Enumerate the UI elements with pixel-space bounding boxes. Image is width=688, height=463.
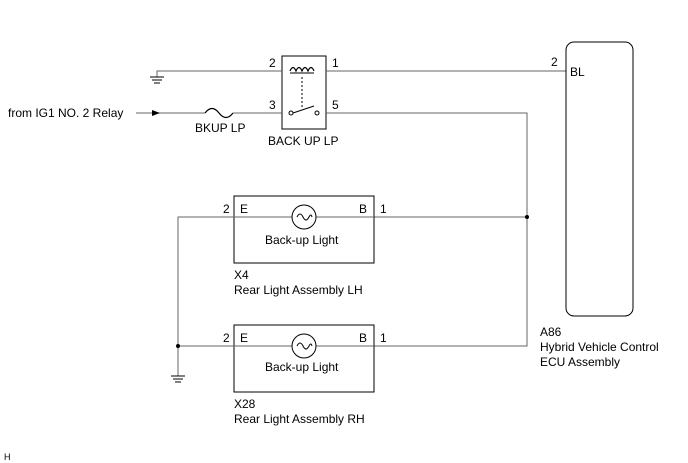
- relay-coil-icon: [289, 66, 315, 73]
- lh-bulb-icon: [291, 204, 317, 230]
- junction-dot-e: [176, 344, 180, 348]
- corner-mark: H: [4, 452, 11, 462]
- relay-switch-arm: [292, 105, 315, 114]
- relay-pin-3: 3: [269, 98, 276, 112]
- relay-pin-2: 2: [269, 56, 276, 70]
- rh-bulb-label: Back-up Light: [265, 360, 339, 374]
- rh-bulb-icon: [291, 333, 317, 359]
- ecu-connector: A86: [540, 325, 562, 339]
- lh-term-b: B: [359, 202, 367, 216]
- relay-pin-1: 1: [332, 56, 339, 70]
- ecu-terminal-bl: BL: [570, 65, 585, 79]
- rh-term-b: B: [359, 331, 367, 345]
- ecu-name-line1: Hybrid Vehicle Control: [540, 340, 659, 354]
- lh-term-e: E: [240, 202, 248, 216]
- relay-label: BACK UP LP: [268, 134, 338, 148]
- ground-icon-lights: [171, 375, 185, 383]
- rh-connector: X28: [234, 397, 256, 411]
- rh-term-e: E: [240, 331, 248, 345]
- relay-contact-5: [314, 110, 320, 116]
- lh-pin-e: 2: [223, 202, 230, 216]
- relay-pin-5: 5: [332, 98, 339, 112]
- fuse-icon: [204, 107, 234, 119]
- rh-box: [233, 324, 375, 393]
- lh-bulb-label: Back-up Light: [265, 233, 339, 247]
- wire-relay-to-ground: [156, 70, 282, 77]
- lh-connector: X4: [234, 268, 249, 282]
- ecu-name-line2: ECU Assembly: [540, 355, 620, 369]
- fuse-label: BKUP LP: [195, 121, 245, 135]
- wire-relay-to-lights: [326, 112, 528, 347]
- lh-name: Rear Light Assembly LH: [234, 283, 363, 297]
- rh-name: Rear Light Assembly RH: [234, 412, 365, 426]
- lh-box: [233, 195, 375, 264]
- ecu-box: [565, 41, 634, 317]
- relay-contact-3: [288, 110, 294, 116]
- junction-dot-b: [525, 215, 529, 219]
- rh-pin-b: 1: [380, 331, 387, 345]
- lh-pin-b: 1: [380, 202, 387, 216]
- ecu-pin-2: 2: [551, 55, 558, 69]
- relay-box: [281, 55, 327, 130]
- source-label: from IG1 NO. 2 Relay: [8, 106, 123, 120]
- rh-pin-e: 2: [223, 331, 230, 345]
- wire-lights-to-ground: [177, 216, 234, 376]
- ground-icon-relay: [150, 76, 164, 84]
- source-arrow-icon: [152, 110, 160, 116]
